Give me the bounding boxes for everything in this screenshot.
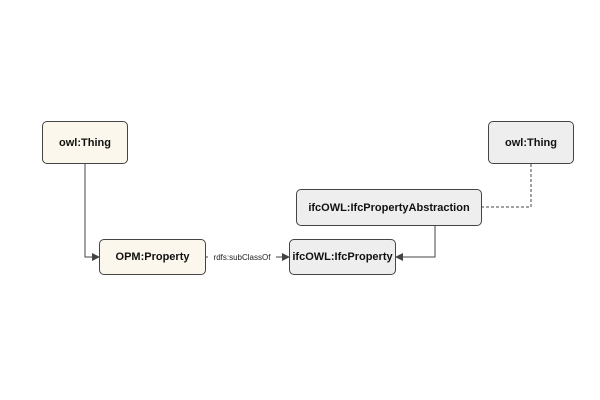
node-ifc-property-abstraction[interactable]: ifcOWL:IfcPropertyAbstraction xyxy=(296,189,482,226)
node-ifc-property-abstraction-label: ifcOWL:IfcPropertyAbstraction xyxy=(308,201,470,214)
node-owl-thing-left[interactable]: owl:Thing xyxy=(42,121,128,164)
edge-dashed-owl-thing-to-abstraction xyxy=(482,164,532,208)
node-owl-thing-right-label: owl:Thing xyxy=(505,136,557,149)
edge-abstraction-to-ifc-property xyxy=(395,226,436,261)
node-ifc-property-label: ifcOWL:IfcProperty xyxy=(292,251,393,263)
node-opm-property-label: OPM:Property xyxy=(115,251,190,263)
node-ifc-property[interactable]: ifcOWL:IfcProperty xyxy=(289,239,396,275)
node-opm-property[interactable]: OPM:Property xyxy=(99,239,206,275)
edge-owl-thing-to-opm-property xyxy=(84,164,100,261)
edge-label-subclassof: rdfs:subClassOf xyxy=(208,252,276,264)
node-owl-thing-right[interactable]: owl:Thing xyxy=(488,121,574,164)
node-owl-thing-left-label: owl:Thing xyxy=(59,136,111,149)
